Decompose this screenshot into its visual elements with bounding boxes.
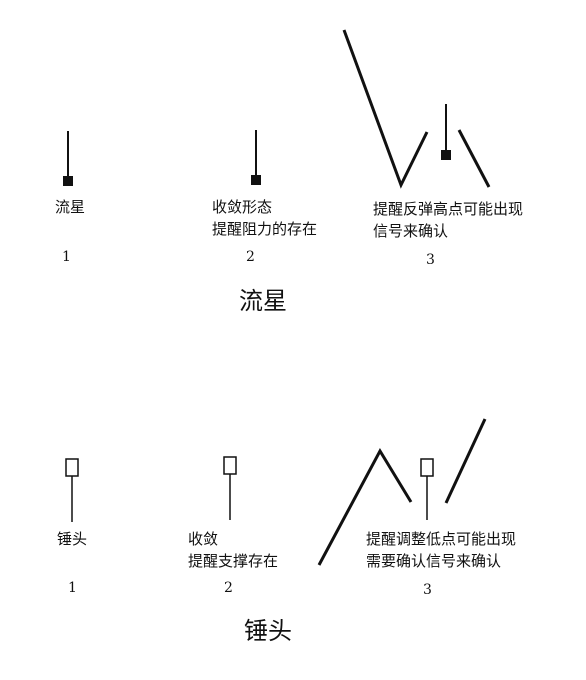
shooting-star-2-number: 2	[246, 249, 255, 265]
hammer-3	[317, 418, 487, 566]
shooting-star-3-label-line1: 提醒反弹高点可能出现	[373, 200, 524, 218]
shooting-star-2-label-line1: 收敛形态	[212, 198, 273, 216]
shooting-star-2-label-line2: 提醒阻力的存在	[212, 220, 318, 238]
candle-body	[63, 176, 73, 186]
shooting-star-2	[251, 130, 261, 185]
shooting-star-3-number: 3	[426, 252, 435, 268]
shooting-star-1-number: 1	[62, 249, 71, 265]
candle-body	[251, 175, 261, 185]
price-path-down	[317, 447, 413, 566]
hammer-2-label-line2: 提醒支撑存在	[188, 552, 279, 570]
hammer-1	[65, 458, 79, 522]
price-path-down	[457, 129, 491, 188]
hammer-2-label-line1: 收敛	[188, 530, 219, 548]
hammer-3-number: 3	[423, 582, 432, 598]
shooting-star-title: 流星	[239, 287, 287, 315]
price-path-up	[342, 29, 429, 189]
hammer-1-number: 1	[68, 580, 77, 596]
hammer-2	[223, 456, 237, 520]
shooting-star-1	[63, 131, 73, 186]
hammer-3-label-line2: 需要确认信号来确认	[366, 552, 502, 570]
candle-body	[420, 458, 434, 477]
hammer-3-label-line1: 提醒调整低点可能出现	[366, 530, 517, 548]
hammer-2-number: 2	[224, 580, 233, 596]
price-path-up	[444, 418, 487, 504]
hammer-title: 锤头	[244, 617, 292, 645]
shooting-star-1-label: 流星	[55, 198, 86, 216]
hammer-1-label: 锤头	[57, 530, 88, 548]
shooting-star-3	[342, 29, 491, 189]
shooting-star-3-label-line2: 信号来确认	[373, 222, 449, 240]
candle-body	[223, 456, 237, 475]
candle-body	[441, 150, 451, 160]
candle-body	[65, 458, 79, 477]
